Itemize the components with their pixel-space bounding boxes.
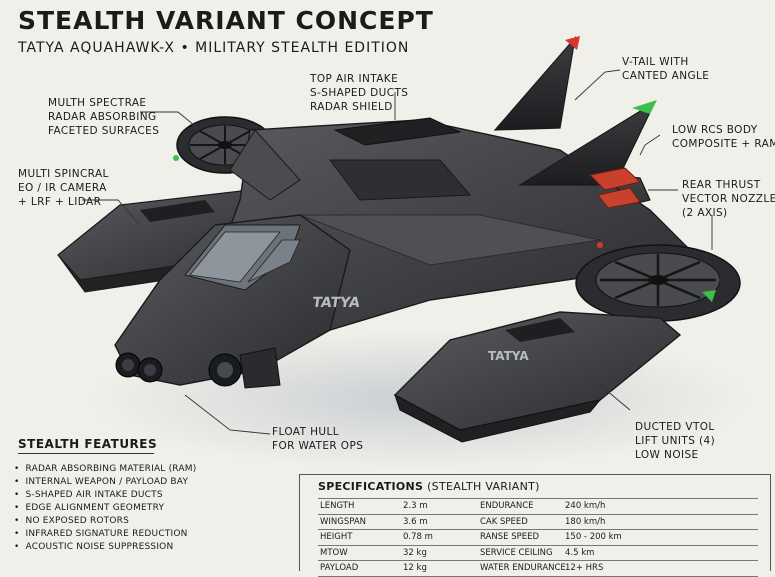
nav-light-green bbox=[173, 155, 179, 161]
feature-item: EDGE ALIGNMENT GEOMETRY bbox=[14, 502, 196, 515]
page-title: STEALTH VARIANT CONCEPT bbox=[18, 6, 434, 35]
hull-marking-main: TATYA bbox=[311, 295, 361, 311]
duct-fan-right bbox=[575, 244, 741, 322]
features-divider bbox=[18, 453, 154, 454]
nose-section bbox=[114, 214, 351, 389]
leader-lines bbox=[82, 69, 713, 435]
hull-marking-float: TATYA bbox=[488, 349, 529, 363]
feature-item: INTERNAL WEAPON / PAYLOAD BAY bbox=[14, 476, 196, 489]
feature-item: S-SHAPED AIR INTAKE DUCTS bbox=[14, 489, 196, 502]
specifications-title: SPECIFICATIONS (STEALTH VARIANT) bbox=[318, 480, 540, 493]
nav-light-red bbox=[597, 242, 603, 248]
feature-item: NO EXPOSED ROTORS bbox=[14, 515, 196, 528]
front-float-hull bbox=[393, 311, 682, 443]
feature-item: RADAR ABSORBING MATERIAL (RAM) bbox=[14, 463, 197, 476]
v-tail bbox=[493, 36, 657, 186]
features-list: RADAR ABSORBING MATERIAL (RAM) INTERNAL … bbox=[14, 463, 197, 554]
page-subtitle: TATYA AQUAHAWK-X • MILITARY STEALTH EDIT… bbox=[18, 40, 410, 56]
feature-item: INFRARED SIGNATURE REDUCTION bbox=[14, 528, 196, 541]
features-heading: STEALTH FEATURES bbox=[18, 437, 158, 451]
thrust-nozzles bbox=[588, 167, 642, 209]
feature-item: ACOUSTIC NOISE SUPPRESSION bbox=[14, 541, 196, 554]
specifications-panel bbox=[299, 474, 771, 571]
